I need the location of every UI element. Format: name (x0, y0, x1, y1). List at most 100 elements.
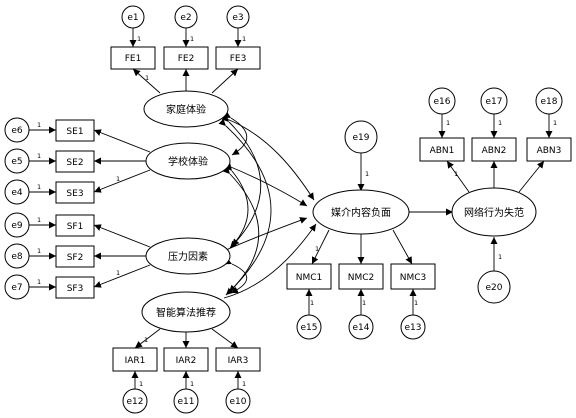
arrow-family-fe3 (211, 68, 239, 94)
box-se3 (55, 181, 95, 204)
latent-network: 网络行为失范 (451, 187, 537, 237)
fixed-loading-label: 1 (190, 380, 194, 388)
error-e1 (121, 5, 145, 29)
box-fe3 (215, 46, 261, 70)
latent-school-label: 学校体验 (168, 155, 208, 168)
fixed-loading-label: 1 (145, 74, 149, 82)
error-e6-label: e6 (11, 126, 23, 136)
box-sf3 (55, 276, 95, 299)
cov-school-pressure (224, 163, 249, 247)
label-nmc1: NMC1 (296, 273, 323, 283)
fixed-loading-label: 1 (310, 299, 314, 307)
fixed-loading-label: 1 (190, 35, 194, 43)
arrow-school-se3 (93, 169, 151, 193)
cov-family-algorithm (218, 118, 272, 296)
fixed-loading-label: 1 (137, 35, 141, 43)
box-abn1 (419, 137, 465, 162)
error-e17 (480, 87, 508, 115)
error-e3 (226, 5, 250, 29)
fixed-loading-label: 1 (498, 119, 502, 127)
box-nmc2 (338, 263, 384, 290)
label-sf2: SF2 (67, 253, 84, 263)
latent-media: 媒介内容负面 (312, 189, 410, 235)
latent-algorithm-label: 智能算法推荐 (156, 306, 216, 319)
box-fe1 (110, 46, 156, 70)
fixed-loading-label: 1 (365, 170, 369, 178)
label-nmc3: NMC3 (400, 273, 427, 283)
error-e6 (4, 117, 30, 143)
box-se1 (55, 119, 95, 142)
latent-pressure-label: 压力因素 (168, 250, 208, 263)
label-abn3: ABN3 (537, 146, 562, 156)
label-fe1: FE1 (125, 54, 142, 64)
arrow-network-abn1 (446, 160, 470, 193)
fixed-loading-label: 1 (242, 380, 246, 388)
cov-family-school (223, 111, 248, 156)
error-e11 (173, 388, 199, 414)
latent-school: 学校体验 (145, 142, 231, 180)
error-e19-label: e19 (353, 133, 370, 143)
error-e9 (4, 212, 30, 238)
arrow-family-fe1 (132, 68, 161, 94)
box-iar1 (112, 347, 158, 372)
fixed-loading-label: 1 (414, 299, 418, 307)
label-abn1: ABN1 (430, 146, 455, 156)
arrow-school-media (225, 164, 308, 207)
error-e15 (296, 314, 322, 340)
latent-algorithm: 智能算法推荐 (141, 291, 231, 333)
fixed-loading-label: 1 (116, 269, 120, 277)
arrow-pressure-sf3 (93, 264, 151, 288)
error-e18-label: e18 (541, 97, 558, 107)
error-e7-label: e7 (11, 283, 22, 293)
error-e20 (477, 270, 511, 304)
cov-school-algorithm (222, 166, 260, 293)
latent-algorithm-ellipse (141, 291, 231, 333)
error-e14-label: e14 (353, 323, 370, 333)
fixed-loading-label: 1 (553, 119, 557, 127)
error-e9-label: e9 (11, 221, 23, 231)
error-e12-label: e12 (127, 397, 144, 407)
error-e8 (4, 243, 30, 269)
fixed-loading-label: 1 (139, 380, 143, 388)
error-e4 (4, 179, 30, 205)
error-e13 (400, 314, 426, 340)
latent-family-label: 家庭体验 (166, 103, 206, 116)
box-sf2 (55, 245, 95, 268)
arrow-media-nmc1 (311, 229, 330, 265)
label-se3: SE3 (66, 189, 83, 199)
fixed-loading-label: 1 (37, 121, 41, 129)
latent-school-ellipse (145, 142, 231, 180)
error-nodes: e1 e2 e3 e6 e5 e4 e9 e8 e7 e12 e11 e10 e… (4, 5, 563, 414)
label-fe3: FE3 (230, 54, 247, 64)
label-iar1: IAR1 (125, 356, 146, 366)
error-e10-label: e10 (230, 397, 247, 407)
latent-pressure-ellipse (145, 237, 231, 275)
box-iar3 (215, 347, 261, 372)
latent-pressure: 压力因素 (145, 237, 231, 275)
arrow-algorithm-iar1 (134, 328, 161, 349)
fixed-loading-labels: 1 1 1 1 1 1 1 1 1 1 1 1 1 1 1 1 1 1 1 1 … (37, 35, 557, 388)
arrow-school-se1 (93, 129, 151, 153)
label-sf1: SF1 (67, 222, 84, 232)
latent-nodes: 家庭体验 学校体验 压力因素 智能算法推荐 媒介内容负面 网络行为失范 (141, 90, 537, 333)
error-e5 (4, 148, 30, 174)
latent-media-label: 媒介内容负面 (331, 206, 391, 219)
label-se1: SE1 (66, 127, 83, 137)
latent-network-ellipse (451, 187, 537, 237)
fixed-loading-label: 1 (37, 278, 41, 286)
fixed-loading-label: 1 (37, 247, 41, 255)
cov-pressure-algorithm (224, 257, 248, 294)
error-e16 (428, 87, 456, 115)
observed-nodes: FE1 FE2 FE3 SE1 SE2 SE3 SF1 SF2 SF3 IAR1… (55, 46, 572, 372)
covariance-arcs (218, 111, 272, 296)
fixed-loading-label: 1 (116, 175, 120, 183)
fixed-loading-label: 1 (315, 245, 319, 253)
label-nmc2: NMC2 (348, 273, 375, 283)
error-e12 (122, 388, 148, 414)
arrow-pressure-sf1 (93, 224, 151, 248)
arrow-family-media (223, 117, 315, 201)
error-e18 (535, 87, 563, 115)
fixed-loading-label: 1 (37, 216, 41, 224)
error-e17-label: e17 (486, 97, 503, 107)
